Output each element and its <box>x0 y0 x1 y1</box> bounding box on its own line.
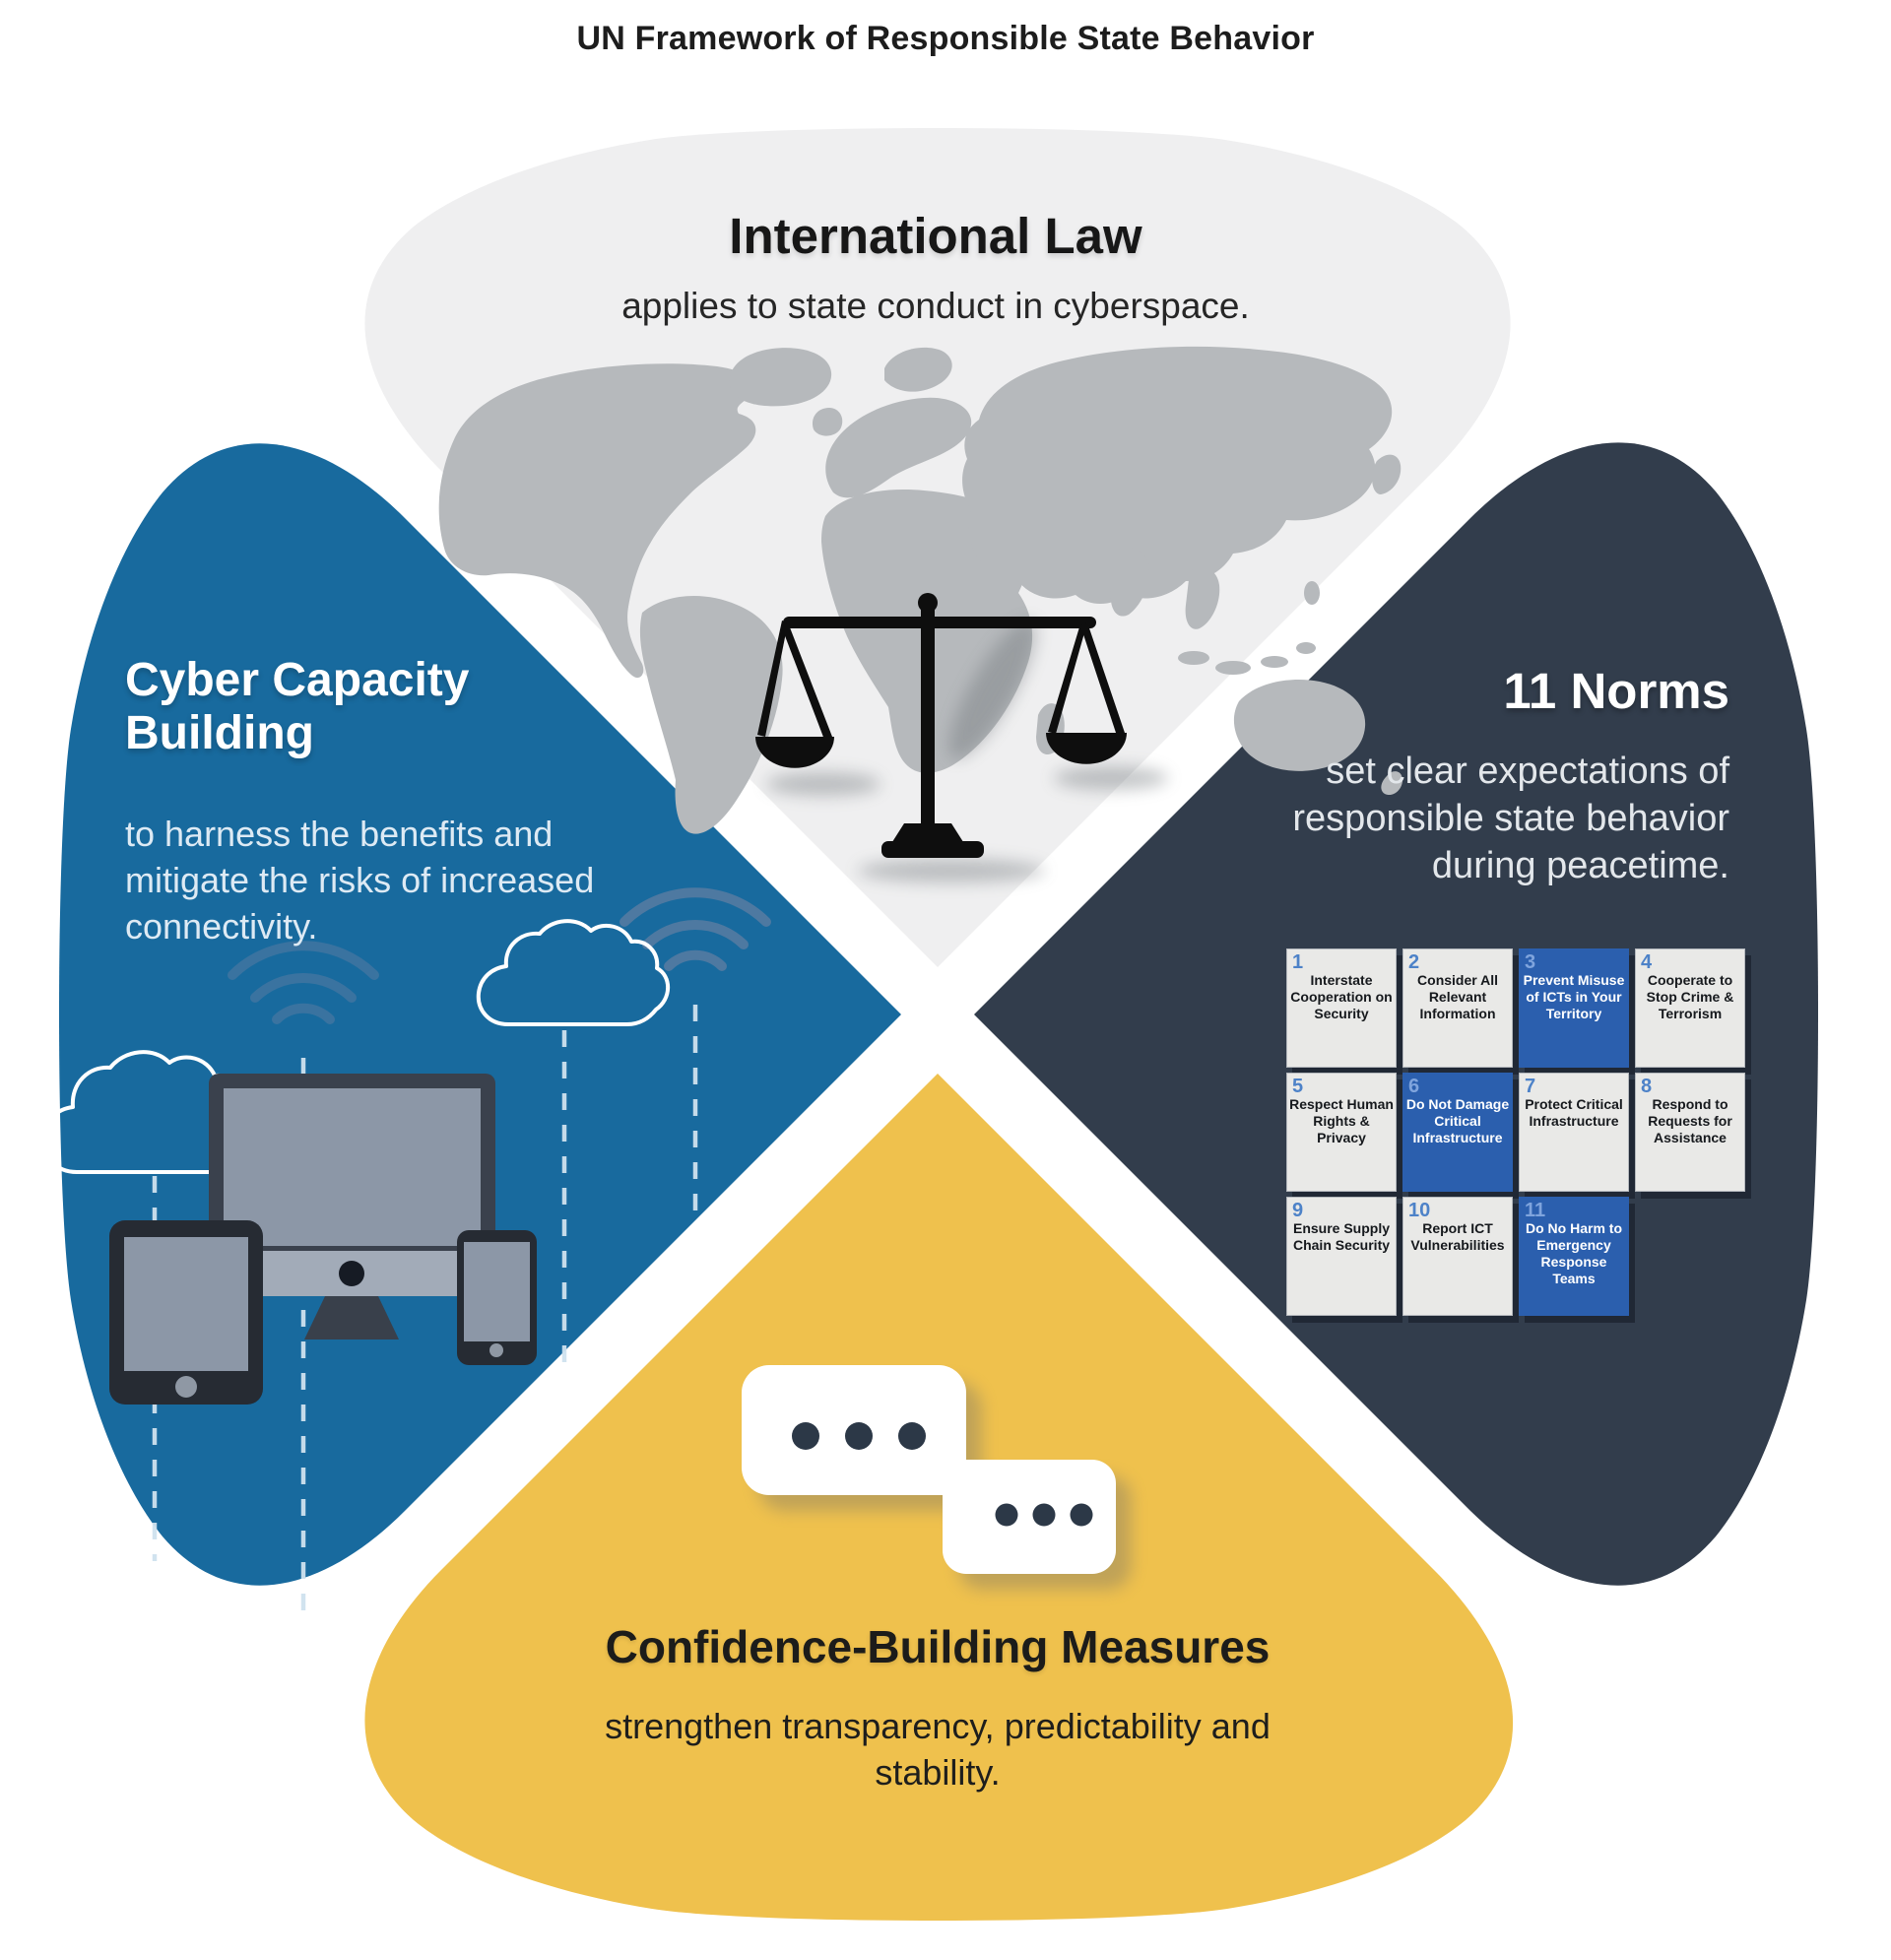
scales-of-justice-icon <box>755 593 1168 882</box>
norms-grid: 1 Interstate Cooperation on Security 2 C… <box>1286 948 1745 1316</box>
norm-cell: 6 Do Not Damage Critical Infrastructure <box>1402 1073 1513 1192</box>
norm-cell: 11 Do No Harm to Emergency Response Team… <box>1519 1197 1629 1316</box>
norm-label: Cooperate to Stop Crime & Terrorism <box>1646 972 1734 1022</box>
cbm-description: strengthen transparency, predictability … <box>605 1706 1271 1793</box>
norm-label: Report ICT Vulnerabilities <box>1410 1220 1505 1254</box>
cyber-capacity-heading: Cyber Capacity Building <box>125 654 470 760</box>
cbm-heading: Confidence-Building Measures <box>605 1621 1271 1672</box>
norm-number: 1 <box>1292 951 1304 973</box>
norm-number: 5 <box>1292 1076 1304 1097</box>
norm-number: 3 <box>1525 951 1536 973</box>
wifi-arcs-icon <box>228 887 771 1024</box>
norm-number: 8 <box>1641 1076 1653 1097</box>
norm-cell: 1 Interstate Cooperation on Security <box>1286 948 1397 1068</box>
phone-icon <box>457 1230 537 1365</box>
petal-cyber-capacity <box>59 443 901 1586</box>
norm-label: Ensure Supply Chain Security <box>1292 1220 1391 1254</box>
norm-cell: 9 Ensure Supply Chain Security <box>1286 1197 1397 1316</box>
norm-number: 6 <box>1408 1076 1420 1097</box>
page-title: UN Framework of Responsible State Behavi… <box>576 20 1315 57</box>
norm-cell: 5 Respect Human Rights & Privacy <box>1286 1073 1397 1192</box>
norm-cell: 3 Prevent Misuse of ICTs in Your Territo… <box>1519 948 1629 1068</box>
norm-number: 9 <box>1292 1200 1304 1221</box>
norm-label: Respect Human Rights & Privacy <box>1289 1096 1394 1146</box>
tablet-icon <box>109 1220 263 1405</box>
norm-cell: 7 Protect Critical Infrastructure <box>1519 1073 1629 1192</box>
typing-dots-icon <box>792 1422 1093 1527</box>
norm-label: Do Not Damage Critical Infrastructure <box>1405 1096 1510 1146</box>
norm-label: Consider All Relevant Information <box>1417 972 1498 1022</box>
monitor-icon <box>209 1074 495 1339</box>
world-map-icon <box>438 346 1402 834</box>
norm-label: Protect Critical Infrastructure <box>1525 1096 1623 1130</box>
chat-bubbles-icon <box>742 1365 1132 1590</box>
norm-cell: 2 Consider All Relevant Information <box>1402 948 1513 1068</box>
norm-cell: 4 Cooperate to Stop Crime & Terrorism <box>1635 948 1745 1068</box>
norm-label: Respond to Requests for Assistance <box>1648 1096 1732 1146</box>
norm-number: 4 <box>1641 951 1653 973</box>
norm-cell: 8 Respond to Requests for Assistance <box>1635 1073 1745 1192</box>
norm-number: 10 <box>1408 1200 1431 1221</box>
norm-number: 11 <box>1525 1200 1546 1221</box>
norm-label: Prevent Misuse of ICTs in Your Territory <box>1523 972 1625 1022</box>
norms-description: set clear expectations of responsible st… <box>1292 751 1729 886</box>
norm-label: Do No Harm to Emergency Response Teams <box>1526 1220 1622 1287</box>
connected-devices-icon <box>40 887 771 1611</box>
international-law-heading: International Law <box>729 208 1142 264</box>
norm-cell: 10 Report ICT Vulnerabilities <box>1402 1197 1513 1316</box>
norm-number: 7 <box>1525 1076 1536 1097</box>
norm-number: 2 <box>1408 951 1420 973</box>
cyber-capacity-description: to harness the benefits and mitigate the… <box>125 814 595 947</box>
norm-label: Interstate Cooperation on Security <box>1290 972 1393 1022</box>
international-law-description: applies to state conduct in cyberspace. <box>621 286 1250 326</box>
norms-heading: 11 Norms <box>1503 663 1729 719</box>
